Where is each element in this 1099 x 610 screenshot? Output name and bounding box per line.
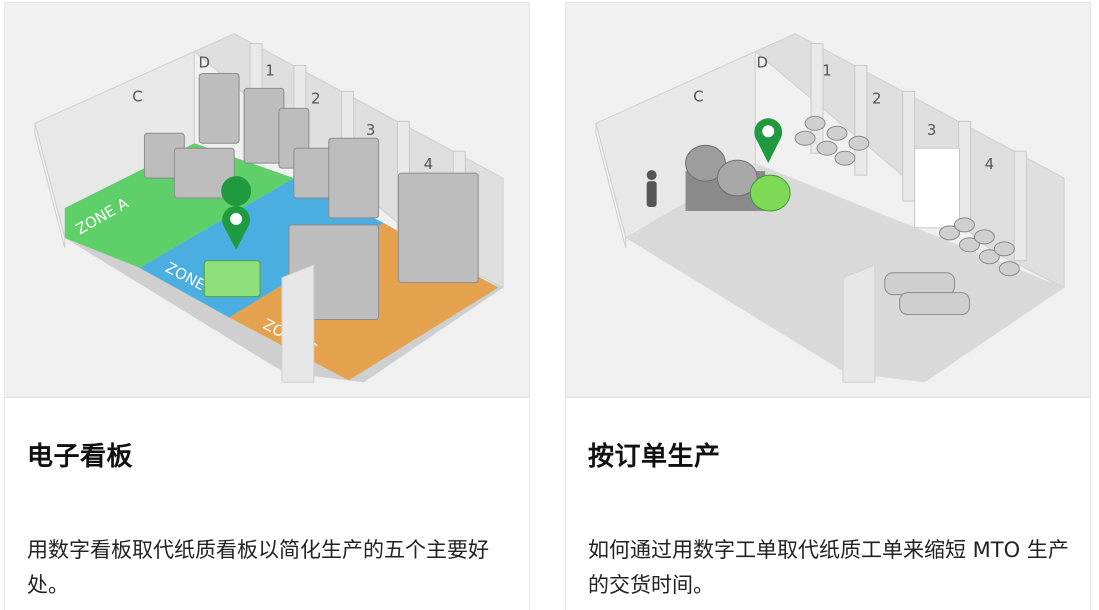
card-title[interactable]: 电子看板	[27, 442, 134, 472]
wall-label-4: 4	[424, 155, 434, 173]
location-pin-icon	[221, 176, 252, 250]
wall-label-4: 4	[985, 155, 995, 173]
wall-label-2: 2	[872, 89, 882, 107]
wall-label-3: 3	[927, 121, 937, 139]
warehouse-mto-illustration: C D 1 2 3 4	[595, 33, 1065, 383]
article-card-kanban[interactable]: ZONE A ZONE B ZONE C C D 1 2 3 4	[4, 2, 530, 610]
wall-label-c: C	[132, 87, 142, 105]
card-image-mto-warehouse[interactable]: C D 1 2 3 4	[566, 3, 1090, 398]
wall-label-1: 1	[822, 61, 832, 79]
wall-label-d: D	[756, 54, 768, 72]
location-pin-icon	[754, 118, 783, 164]
card-description: 如何通过用数字工单取代纸质工单来缩短 MTO 生产的交货时间。	[588, 538, 1069, 597]
wall-label-2: 2	[311, 89, 321, 107]
card-title[interactable]: 按订单生产	[588, 442, 721, 472]
article-card-make-to-order[interactable]: C D 1 2 3 4	[565, 2, 1091, 610]
card-image-kanban-warehouse[interactable]: ZONE A ZONE B ZONE C C D 1 2 3 4	[5, 3, 529, 398]
wall-label-1: 1	[265, 61, 275, 79]
wall-label-d: D	[198, 54, 210, 72]
wall-label-c: C	[693, 87, 703, 105]
wall-label-3: 3	[366, 121, 376, 139]
warehouse-zones-illustration: ZONE A ZONE B ZONE C C D 1 2 3 4	[34, 33, 504, 383]
card-description: 用数字看板取代纸质看板以简化生产的五个主要好处。	[27, 538, 489, 597]
